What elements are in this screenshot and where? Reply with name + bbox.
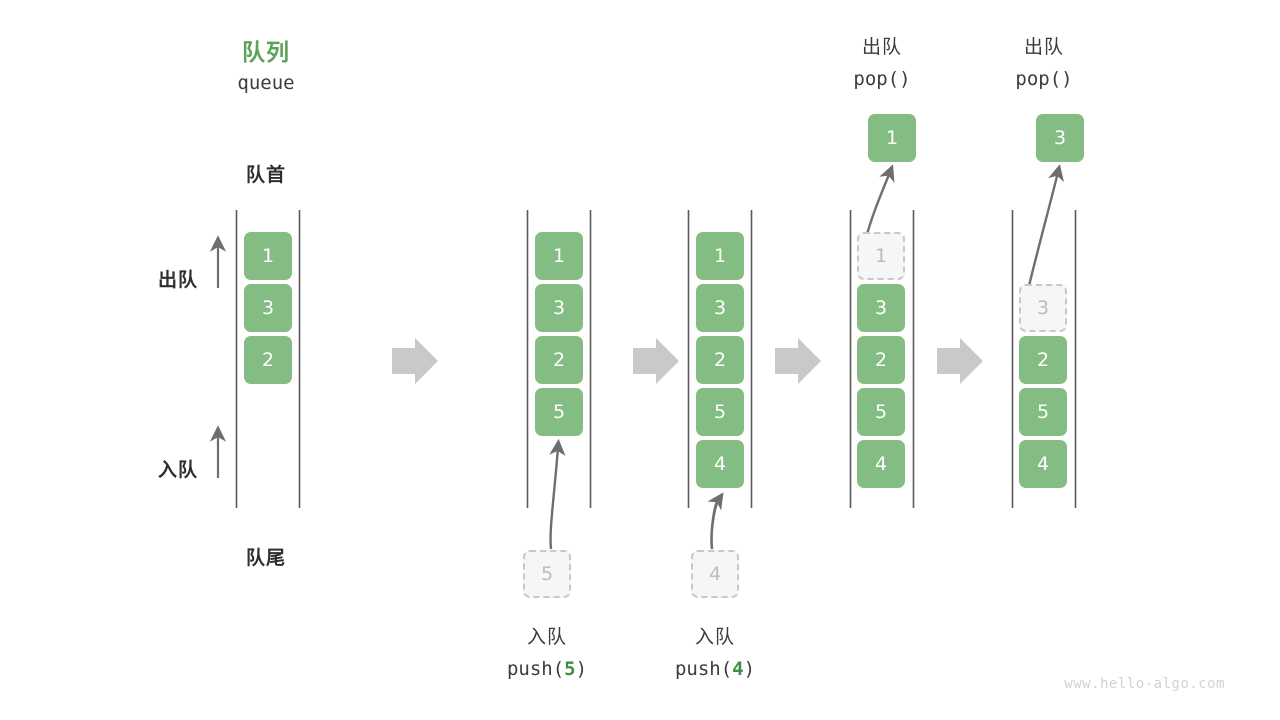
flow-arrow-2 (633, 338, 679, 384)
popped-cell: 1 (868, 114, 916, 162)
push-caption-cn: 入队 (694, 626, 735, 648)
push-code-value: 5 (564, 658, 576, 680)
queue-cell: 3 (244, 284, 292, 332)
rail-column-2 (526, 210, 592, 508)
queue-cell-new: 5 (535, 388, 583, 436)
push-caption-code: push(5) (469, 658, 625, 680)
rail-column-5 (1011, 210, 1077, 508)
queue-cell: 5 (696, 388, 744, 436)
incoming-ghost-cell: 5 (523, 550, 571, 598)
rail-column-4 (849, 210, 915, 508)
queue-cell: 4 (1019, 440, 1067, 488)
queue-cell: 5 (1019, 388, 1067, 436)
pop-caption-cn: 出队 (1023, 36, 1064, 58)
rail-column-3 (687, 210, 753, 508)
pop-code-prefix: pop( (1015, 68, 1062, 90)
queue-cell: 2 (535, 336, 583, 384)
queue-cell-new: 4 (696, 440, 744, 488)
queue-cell-removed: 3 (1019, 284, 1067, 332)
pop-caption-code: pop() (804, 68, 960, 90)
push-code-value: 4 (732, 658, 744, 680)
incoming-ghost-cell: 4 (691, 550, 739, 598)
pop-code-suffix: ) (1061, 68, 1073, 90)
push-code-prefix: push( (674, 658, 733, 680)
push-code-suffix: ) (575, 658, 588, 680)
flow-arrow-3 (775, 338, 821, 384)
push-caption-code: push(4) (637, 658, 793, 680)
pop-arrow-1 (864, 164, 895, 239)
pop-arrow-3 (1026, 164, 1064, 291)
popped-cell: 3 (1036, 114, 1084, 162)
push-code-prefix: push( (506, 658, 565, 680)
push-code-suffix: ) (743, 658, 756, 680)
enqueue-label: 入队 (157, 459, 198, 481)
pop-code-suffix: ) (899, 68, 911, 90)
queue-cell: 5 (857, 388, 905, 436)
pop-caption-cn: 出队 (861, 36, 902, 58)
dequeue-label: 出队 (157, 269, 198, 291)
queue-cell: 1 (244, 232, 292, 280)
flow-arrow-1 (392, 338, 438, 384)
push-caption-cn: 入队 (526, 626, 567, 648)
queue-cell: 2 (696, 336, 744, 384)
queue-cell: 3 (535, 284, 583, 332)
push-arrow-5 (549, 438, 566, 550)
watermark: www.hello-algo.com (1064, 676, 1225, 692)
queue-cell: 2 (857, 336, 905, 384)
queue-cell: 3 (857, 284, 905, 332)
pop-caption-code: pop() (966, 68, 1122, 90)
front-label: 队首 (245, 164, 286, 186)
page-title-en: queue (237, 72, 295, 94)
page-title-cn: 队列 (242, 40, 290, 66)
queue-cell: 2 (244, 336, 292, 384)
flow-arrow-4 (937, 338, 983, 384)
queue-cell: 4 (857, 440, 905, 488)
queue-cell: 3 (696, 284, 744, 332)
push-arrow-4 (707, 492, 724, 550)
rear-label: 队尾 (245, 547, 286, 569)
queue-cell: 2 (1019, 336, 1067, 384)
queue-cell-removed: 1 (857, 232, 905, 280)
rail-column-1 (235, 210, 301, 508)
queue-cell: 1 (535, 232, 583, 280)
pop-code-prefix: pop( (853, 68, 900, 90)
queue-cell: 1 (696, 232, 744, 280)
